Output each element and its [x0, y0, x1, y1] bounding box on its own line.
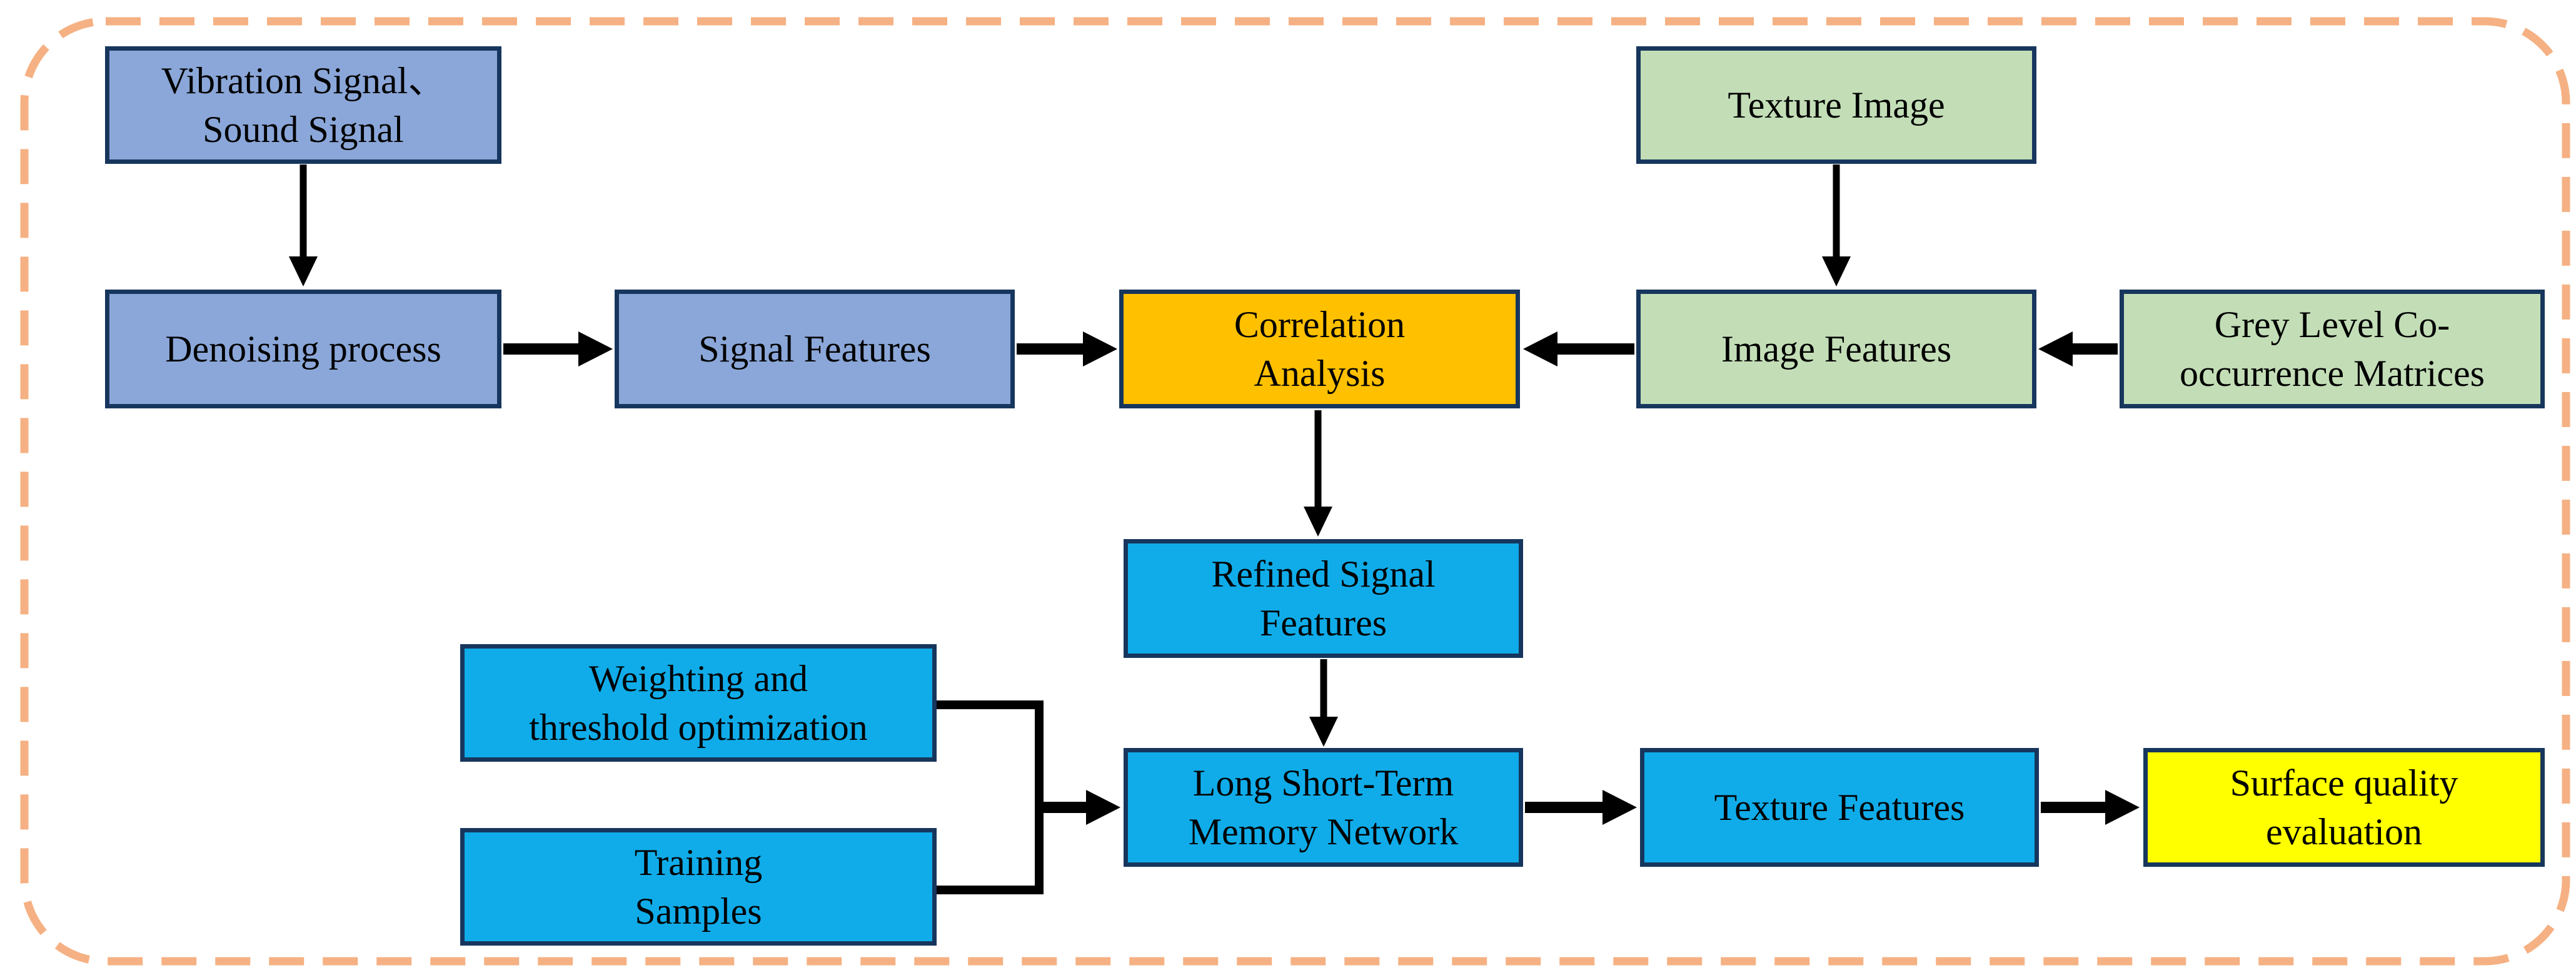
arrow-refined-to-lstm — [1309, 659, 1338, 747]
node-label-correlation-analysis: Correlation Analysis — [1234, 304, 1406, 394]
node-correlation-analysis: Correlation Analysis — [1119, 290, 1520, 408]
arrow-lstm-to-texture-features — [1525, 790, 1637, 825]
node-refined-signal-features: Refined Signal Features — [1124, 539, 1523, 658]
node-label-texture-image: Texture Image — [1728, 84, 1945, 126]
arrow-correlation-to-refined — [1304, 410, 1332, 537]
node-label-training-samples: Training Samples — [634, 842, 763, 932]
arrow-texture-image-to-image-features — [1822, 164, 1851, 286]
node-label-signal-features: Signal Features — [698, 328, 931, 370]
arrow-texture-features-to-surface-quality — [2041, 790, 2140, 825]
node-long-short-term-memory-network: Long Short-Term Memory Network — [1124, 748, 1523, 867]
node-label-denoising-process: Denoising process — [165, 328, 441, 370]
connector-weighting-training-merge — [937, 700, 1120, 894]
node-label-vibration-sound-signal: Vibration Signal、 Sound Signal — [161, 60, 446, 150]
node-denoising-process: Denoising process — [105, 290, 501, 408]
arrow-glcm-to-image-features — [2038, 331, 2118, 366]
node-label-image-features: Image Features — [1721, 328, 1952, 370]
node-surface-quality-evaluation: Surface quality evaluation — [2143, 748, 2545, 867]
node-vibration-sound-signal: Vibration Signal、 Sound Signal — [105, 46, 501, 164]
node-weighting-threshold-optimization: Weighting and threshold optimization — [460, 644, 937, 762]
node-label-long-short-term-memory-network: Long Short-Term Memory Network — [1188, 762, 1459, 852]
node-label-grey-level-cooccurrence-matrices: Grey Level Co- occurrence Matrices — [2179, 304, 2485, 394]
node-label-refined-signal-features: Refined Signal Features — [1211, 553, 1436, 644]
node-label-surface-quality-evaluation: Surface quality evaluation — [2230, 762, 2458, 852]
arrow-image-features-to-correlation — [1523, 331, 1634, 366]
arrow-signal-features-to-correlation — [1017, 331, 1117, 366]
node-label-texture-features: Texture Features — [1714, 787, 1965, 828]
node-image-features: Image Features — [1636, 290, 2036, 408]
dashed-frame — [20, 17, 2570, 966]
node-texture-features: Texture Features — [1640, 748, 2039, 867]
arrow-denoising-to-signal-features — [503, 331, 613, 366]
node-signal-features: Signal Features — [615, 290, 1015, 408]
node-label-weighting-threshold-optimization: Weighting and threshold optimization — [529, 658, 868, 748]
node-grey-level-cooccurrence-matrices: Grey Level Co- occurrence Matrices — [2120, 290, 2545, 408]
node-training-samples: Training Samples — [460, 828, 937, 946]
node-texture-image: Texture Image — [1636, 46, 2036, 164]
arrow-vibration-to-denoising — [289, 164, 318, 286]
